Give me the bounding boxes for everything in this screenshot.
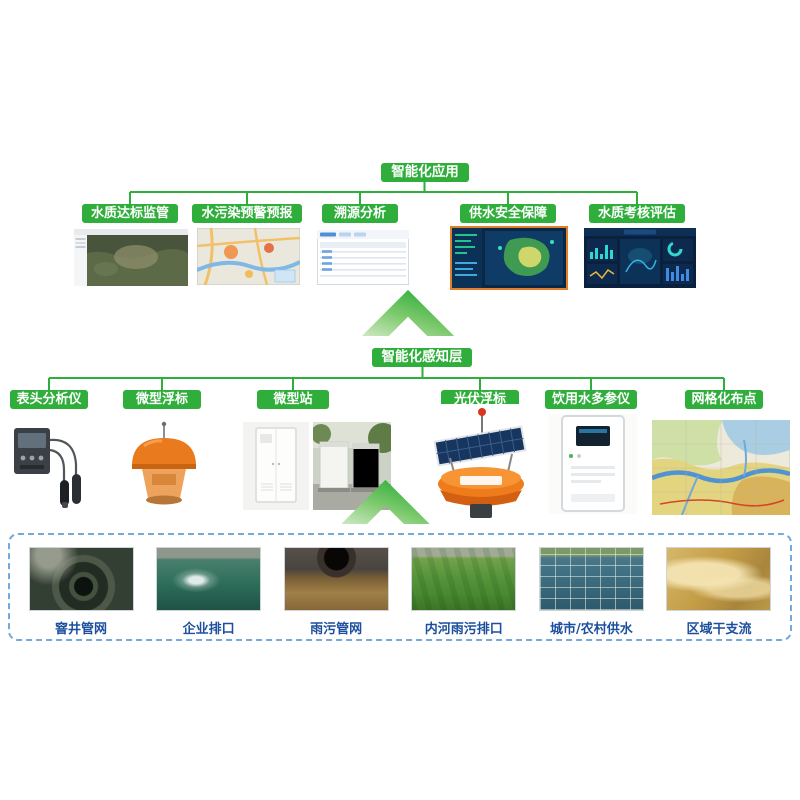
source-item-label: 区域干支流 — [686, 622, 752, 637]
river-outlet-photo — [411, 547, 517, 611]
app-item-label-assessment: 水质考核评估 — [589, 204, 685, 223]
analysis-table-screenshot — [317, 230, 409, 285]
sensing-item-label-grid: 网格化布点 — [685, 390, 763, 409]
probe-analyzer-photo — [8, 420, 92, 512]
sensing-item-label-micro-station: 微型站 — [257, 390, 329, 409]
sensing-item-label-micro-buoy: 微型浮标 — [123, 390, 201, 409]
source-cell-river-basin: 区域干支流 — [662, 547, 776, 637]
micro-buoy-photo — [122, 420, 206, 512]
grid-layout-map — [652, 420, 790, 515]
sensing-item-label-analyzer: 表头分析仪 — [10, 390, 88, 409]
satellite-gis-screenshot — [74, 229, 188, 286]
sewer-pipe-photo — [283, 547, 389, 611]
solar-buoy-photo — [420, 404, 540, 522]
source-cell-manhole: 窨井管网 — [24, 547, 138, 637]
micro-station-photo-outdoor — [313, 422, 391, 510]
app-item-label-supply-safety: 供水安全保障 — [460, 204, 556, 223]
source-item-label: 城市/农村供水 — [550, 622, 633, 637]
source-cell-sewer: 雨污管网 — [279, 547, 393, 637]
source-cell-water-supply: 城市/农村供水 — [534, 547, 648, 637]
app-item-label-tracing: 溯源分析 — [322, 204, 398, 223]
enterprise-outlet-photo — [156, 547, 262, 611]
city-map-screenshot — [197, 228, 300, 285]
river-basin-photo — [666, 547, 772, 611]
sensing-item-label-drinking-water: 饮用水多参仪 — [545, 390, 637, 409]
app-item-label-warning: 水污染预警预报 — [192, 204, 302, 223]
supply-dashboard-screenshot — [450, 226, 568, 290]
source-cell-enterprise: 企业排口 — [152, 547, 266, 637]
micro-station-photo-indoor — [243, 422, 309, 510]
up-arrow-icon — [341, 479, 430, 524]
source-item-label: 窨井管网 — [54, 622, 107, 637]
source-item-label: 企业排口 — [182, 622, 235, 637]
app-item-label-compliance: 水质达标监管 — [82, 204, 178, 223]
source-layer-box: 窨井管网 企业排口 雨污管网 内河雨污排口 城市/农村供水 区域干支流 — [8, 533, 792, 641]
up-arrow-icon — [361, 289, 455, 336]
assessment-dashboard-screenshot — [584, 228, 696, 288]
drinking-water-analyzer-photo — [549, 414, 637, 514]
source-item-label: 内河雨污排口 — [424, 622, 503, 637]
app-layer-title: 智能化应用 — [381, 163, 469, 182]
source-item-label: 雨污管网 — [310, 622, 363, 637]
sensing-layer-title: 智能化感知层 — [372, 348, 472, 367]
water-supply-ponds-photo — [538, 547, 644, 611]
source-cell-river-outlet: 内河雨污排口 — [407, 547, 521, 637]
manhole-photo — [28, 547, 134, 611]
